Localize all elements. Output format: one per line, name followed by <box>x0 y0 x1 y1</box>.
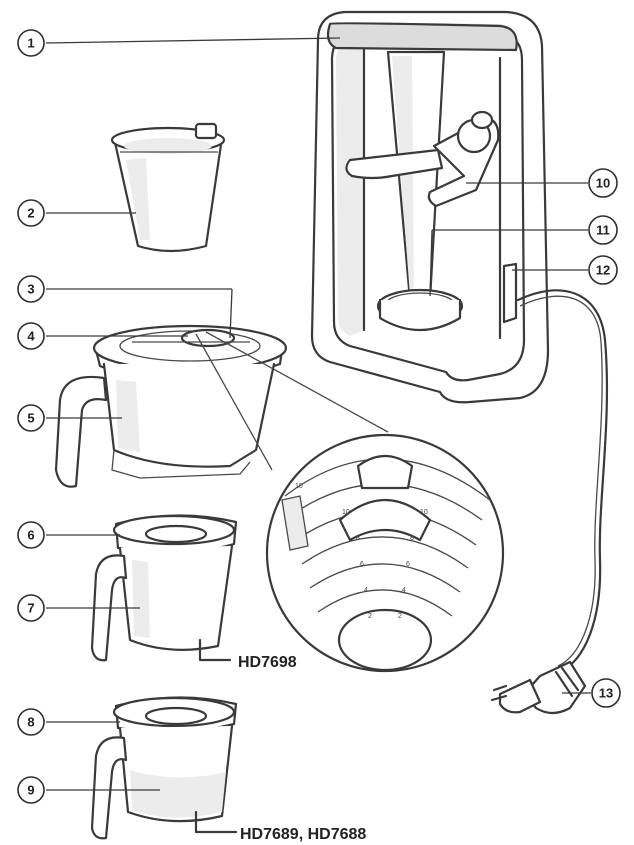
callout-number: 7 <box>27 601 34 616</box>
callout-number: 8 <box>27 715 34 730</box>
callout-8: 8 <box>17 708 45 736</box>
svg-text:2: 2 <box>368 613 372 620</box>
thermal-jug-hd7698 <box>90 514 238 662</box>
callout-7: 7 <box>17 594 45 622</box>
mains-plug <box>490 660 587 715</box>
callout-number: 3 <box>27 282 34 297</box>
callout-4: 4 <box>17 322 45 350</box>
svg-text:6: 6 <box>360 561 364 568</box>
callout-number: 9 <box>27 783 34 798</box>
callout-13: 13 <box>591 678 621 708</box>
callout-number: 13 <box>599 686 613 701</box>
thermal-jug-with-lid <box>54 324 288 488</box>
callout-number: 12 <box>596 263 610 278</box>
svg-text:2: 2 <box>398 613 402 620</box>
svg-text:4: 4 <box>364 587 368 594</box>
callout-2: 2 <box>17 199 45 227</box>
svg-text:4: 4 <box>402 587 406 594</box>
callout-11: 11 <box>588 215 618 245</box>
svg-text:10: 10 <box>295 483 303 490</box>
callout-1: 1 <box>17 29 45 57</box>
callout-number: 11 <box>596 223 610 238</box>
callout-5: 5 <box>17 404 45 432</box>
callout-number: 4 <box>27 329 35 344</box>
svg-text:6: 6 <box>406 561 410 568</box>
callout-number: 1 <box>27 36 34 51</box>
callout-number: 2 <box>27 206 34 221</box>
callout-9: 9 <box>17 776 45 804</box>
callout-10: 10 <box>588 168 618 198</box>
glass-jug-hd7689 <box>90 696 238 840</box>
svg-text:8: 8 <box>356 535 360 542</box>
model-label-glass: HD7689, HD7688 <box>240 826 366 843</box>
svg-text:10: 10 <box>420 509 428 516</box>
callout-number: 10 <box>596 176 610 191</box>
svg-text:10: 10 <box>342 509 350 516</box>
callout-6: 6 <box>17 521 45 549</box>
callout-3: 3 <box>17 275 45 303</box>
power-cord <box>516 289 609 674</box>
filter-holder <box>110 122 226 253</box>
callout-number: 5 <box>27 411 34 426</box>
lid-detail-magnifier: 10 10 10 8 8 6 6 4 4 2 2 <box>195 331 505 673</box>
svg-text:8: 8 <box>410 535 414 542</box>
callout-12: 12 <box>588 255 618 285</box>
leader-lines <box>45 37 591 791</box>
model-label-thermal: HD7698 <box>238 654 297 671</box>
coffee-maker-body <box>310 10 550 404</box>
callout-number: 6 <box>27 528 34 543</box>
